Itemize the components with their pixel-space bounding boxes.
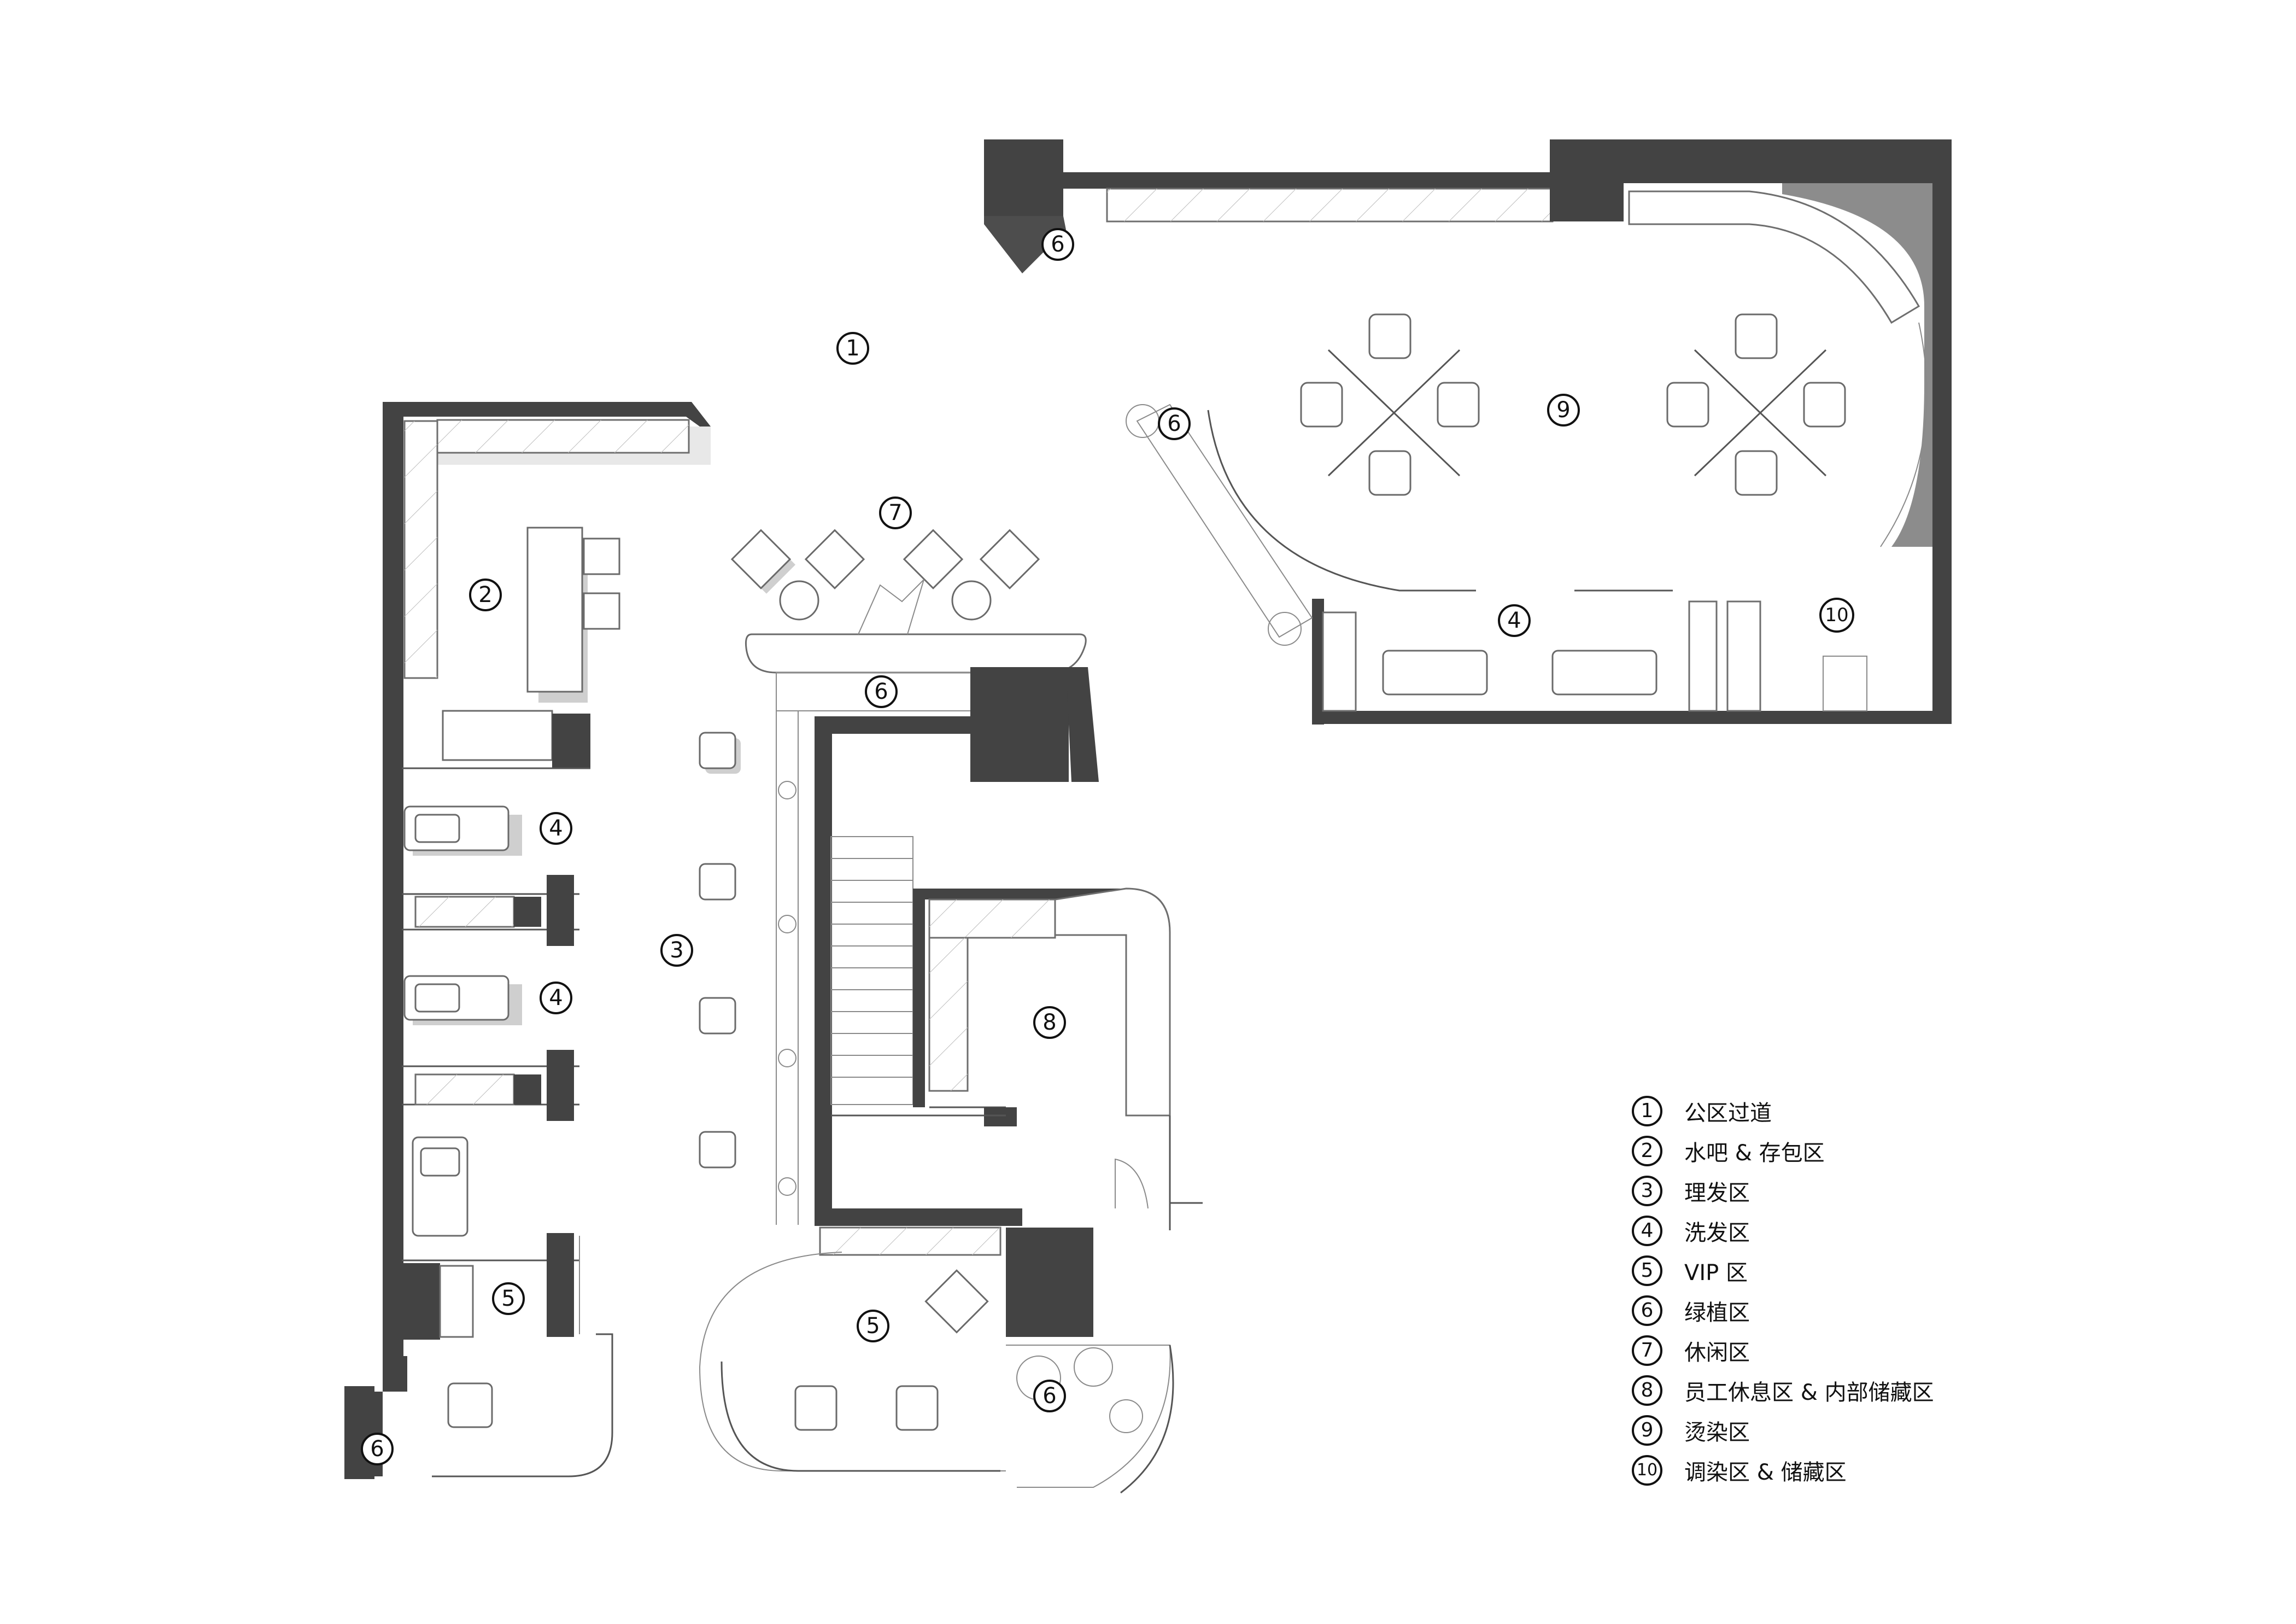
legend-item: 3 理发区 <box>1632 1171 2047 1211</box>
svg-text:2: 2 <box>478 582 492 607</box>
zone-marker: 5 <box>857 1310 889 1342</box>
left-wing <box>344 402 711 1479</box>
svg-text:6: 6 <box>370 1436 384 1462</box>
svg-text:6: 6 <box>1167 411 1181 436</box>
zone-marker: 4 <box>540 812 572 845</box>
legend-item: 4 洗发区 <box>1632 1211 2047 1251</box>
legend-number: 5 <box>1632 1255 1662 1286</box>
svg-text:5: 5 <box>866 1313 880 1339</box>
right-wing <box>984 139 1952 725</box>
zone-marker: 6 <box>361 1433 394 1465</box>
svg-text:6: 6 <box>1042 1383 1056 1409</box>
svg-text:4: 4 <box>549 985 563 1010</box>
svg-text:4: 4 <box>549 816 563 841</box>
zone-marker: 2 <box>469 579 502 611</box>
legend-number: 3 <box>1632 1175 1662 1206</box>
svg-text:6: 6 <box>874 679 888 704</box>
legend-label: 洗发区 <box>1684 1220 1750 1246</box>
legend-item: 7 休闲区 <box>1632 1330 2047 1370</box>
legend-label: 理发区 <box>1684 1180 1750 1206</box>
legend-label: 休闲区 <box>1684 1340 1750 1365</box>
legend-label: VIP 区 <box>1684 1260 1748 1286</box>
zone-marker: 8 <box>1033 1006 1066 1039</box>
legend-item: 6 绿植区 <box>1632 1290 2047 1330</box>
svg-text:5: 5 <box>501 1286 515 1311</box>
zone-marker: 1 <box>836 332 869 365</box>
legend-number: 2 <box>1632 1135 1662 1166</box>
zone-marker: 4 <box>1498 604 1531 637</box>
legend-label: 员工休息区 & 内部储藏区 <box>1684 1380 1934 1405</box>
legend-item: 5 VIP 区 <box>1632 1251 2047 1290</box>
svg-text:6: 6 <box>1051 232 1064 257</box>
zone-marker: 7 <box>879 496 912 529</box>
legend-label: 烫染区 <box>1684 1419 1750 1445</box>
zone-marker: 10 <box>1819 598 1854 633</box>
zone-marker: 9 <box>1547 394 1580 427</box>
svg-text:7: 7 <box>888 500 902 525</box>
svg-text:1: 1 <box>846 336 859 361</box>
zone-marker: 4 <box>540 982 572 1014</box>
legend-item: 9 烫染区 <box>1632 1410 2047 1450</box>
center-wing <box>699 529 1203 1494</box>
legend-number: 9 <box>1632 1415 1662 1446</box>
svg-text:10: 10 <box>1825 604 1848 626</box>
legend-number: 10 <box>1632 1454 1662 1486</box>
svg-text:4: 4 <box>1507 608 1521 633</box>
zone-marker: 5 <box>492 1282 525 1315</box>
zone-marker: 6 <box>1041 228 1074 261</box>
svg-text:8: 8 <box>1042 1010 1056 1035</box>
zone-marker: 3 <box>660 934 693 967</box>
zone-marker: 6 <box>865 675 898 708</box>
legend-label: 调染区 & 储藏区 <box>1684 1459 1847 1485</box>
svg-text:3: 3 <box>670 938 683 963</box>
legend-number: 6 <box>1632 1295 1662 1326</box>
zone-marker: 6 <box>1158 407 1191 440</box>
legend-label: 水吧 & 存包区 <box>1684 1140 1825 1166</box>
legend-item: 8 员工休息区 & 内部储藏区 <box>1632 1370 2047 1410</box>
legend-item: 1 公区过道 <box>1632 1091 2047 1131</box>
legend-number: 4 <box>1632 1215 1662 1246</box>
legend-label: 公区过道 <box>1684 1100 1772 1126</box>
legend-label: 绿植区 <box>1684 1300 1750 1325</box>
legend-number: 7 <box>1632 1335 1662 1366</box>
legend-number: 8 <box>1632 1375 1662 1406</box>
legend-item: 2 水吧 & 存包区 <box>1632 1131 2047 1171</box>
zone-marker: 6 <box>1033 1380 1066 1412</box>
svg-text:9: 9 <box>1556 398 1570 423</box>
legend-number: 1 <box>1632 1095 1662 1126</box>
legend-item: 10 调染区 & 储藏区 <box>1632 1450 2047 1490</box>
